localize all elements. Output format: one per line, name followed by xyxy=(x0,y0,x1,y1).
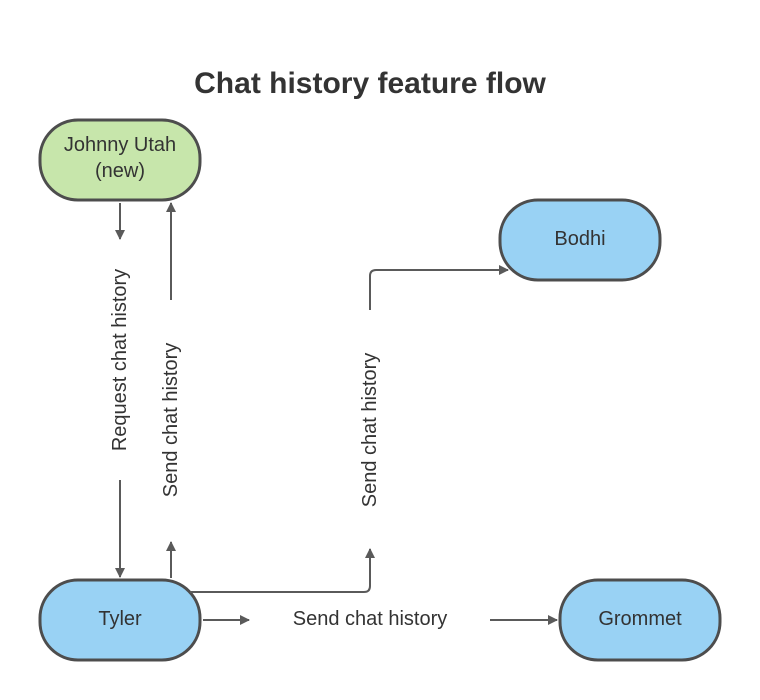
node-tyler-shape xyxy=(38,578,202,662)
node-johnny-utah-name: Johnny Utah xyxy=(64,134,176,156)
edge-send-bodhi-segment-bottom xyxy=(190,548,375,593)
diagram-title: Chat history feature flow xyxy=(194,67,546,100)
edge-send-to-johnny: Send chat history xyxy=(160,202,182,578)
node-johnny-utah-status: (new) xyxy=(95,160,145,182)
edge-send-to-bodhi: Send chat history xyxy=(190,265,509,593)
edge-send-to-grommet: Send chat history xyxy=(203,608,558,630)
node-grommet-shape xyxy=(558,578,722,662)
node-bodhi-label: Bodhi xyxy=(554,228,605,250)
edge-request-chat-history: Request chat history xyxy=(109,203,131,578)
node-grommet-label: Grommet xyxy=(598,608,682,630)
node-tyler: Tyler xyxy=(38,578,202,662)
node-grommet: Grommet xyxy=(558,578,722,662)
edge-send-bodhi-label: Send chat history xyxy=(359,353,381,508)
node-johnny-utah-shape xyxy=(38,118,202,202)
edge-request-label: Request chat history xyxy=(109,269,131,451)
node-johnny-utah: Johnny Utah (new) xyxy=(38,118,202,202)
edge-send-grommet-label: Send chat history xyxy=(293,608,448,630)
node-tyler-label: Tyler xyxy=(98,608,142,630)
node-bodhi: Bodhi xyxy=(498,198,662,282)
node-bodhi-shape xyxy=(498,198,662,282)
edge-send-bodhi-segment-top xyxy=(369,265,509,310)
edge-send-johnny-label: Send chat history xyxy=(160,343,182,498)
